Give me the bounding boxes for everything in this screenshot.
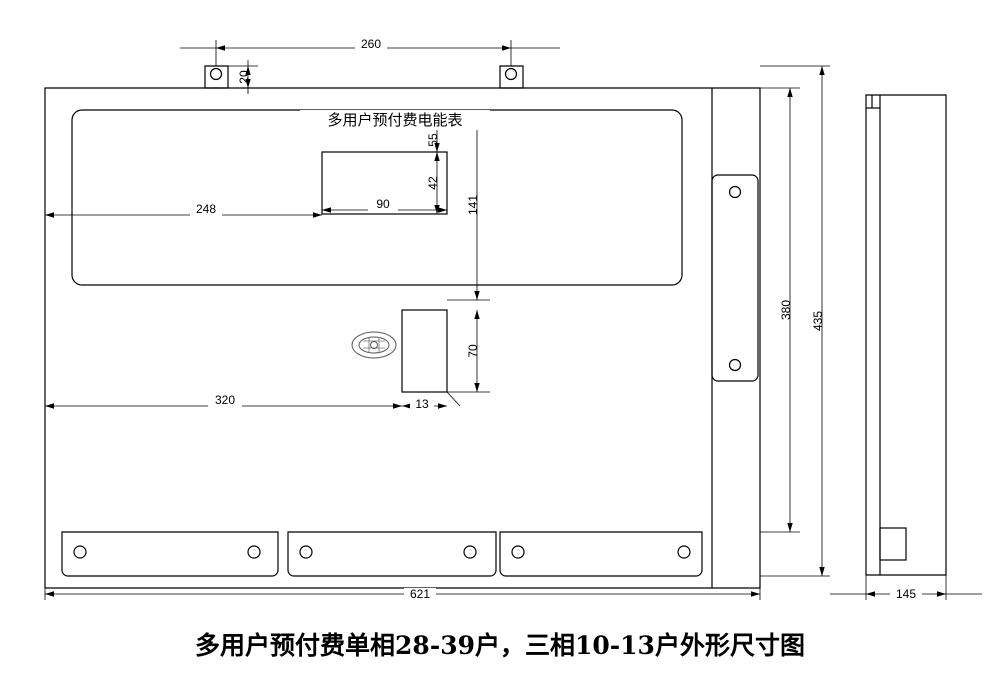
dim-overall-height-right: 435 [811, 311, 825, 331]
inner-window-rect [321, 151, 448, 215]
dim-window-offset-top: 55 [426, 133, 440, 147]
dim-overall-width: 621 [410, 587, 430, 601]
panel-title-label: 多用户预付费电能表 [300, 110, 490, 130]
figure-caption: 多用户预付费单相28-39户，三相10-13户外形尺寸图 [195, 631, 805, 660]
dim-top-width: 260 [361, 37, 381, 51]
side-view-outline [865, 94, 947, 576]
front-view-outline [44, 65, 761, 589]
dim-lower-small: 13 [415, 397, 429, 411]
dim-window-width: 90 [376, 197, 390, 211]
display-window-panel [71, 109, 683, 286]
dim-window-height: 42 [426, 176, 440, 190]
dim-mount-tab-height: 20 [237, 70, 251, 84]
lower-connector-rect [401, 309, 448, 393]
bottom-terminal-covers [61, 531, 703, 577]
dimension-texts: 260 20 248 90 55 42 141 70 320 13 621 38… [190, 37, 922, 601]
dim-side-depth: 145 [896, 587, 916, 601]
seal-emblem [351, 331, 397, 359]
dim-lower-offset: 320 [215, 393, 235, 407]
panel-title-text: 多用户预付费电能表 [327, 111, 462, 129]
dim-lower-height: 70 [466, 344, 480, 358]
dim-display-width: 248 [196, 202, 216, 216]
dim-inner-height: 141 [466, 195, 480, 215]
dimension-lines [44, 40, 982, 600]
dim-inner-height-right: 380 [779, 300, 793, 320]
